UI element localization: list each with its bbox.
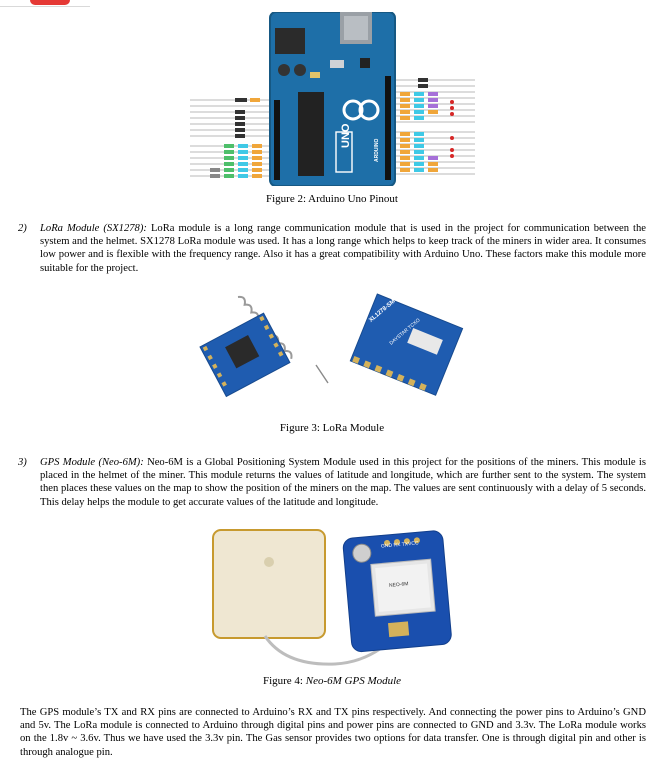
figure-4-caption-italic: Neo-6M GPS Module <box>305 675 402 687</box>
board-label-arduino: ARDUINO <box>374 138 380 162</box>
lora-module-illustration <box>199 293 464 398</box>
list-item-text: LoRa module is a long range communicatio… <box>40 223 646 274</box>
header-logo-fragment <box>30 0 70 5</box>
arduino-pinout-illustration <box>190 11 475 187</box>
list-item-lora: 2) LoRa Module (SX1278): LoRa module is … <box>18 222 646 275</box>
board-label-uno: UNO <box>340 123 352 148</box>
figure-3-caption: Figure 3: LoRa Module <box>279 422 385 434</box>
lora-module-figure: XL1278-SMT DAYSTAR TCXO <box>190 287 475 407</box>
closing-paragraph: The GPS module’s TX and RX pins are conn… <box>20 707 646 758</box>
gps-module-illustration <box>212 529 452 666</box>
header-divider <box>0 6 90 7</box>
list-item-number: 3) <box>18 457 27 468</box>
figure-2-caption: Figure 2: Arduino Uno Pinout <box>265 193 398 205</box>
list-item-heading: LoRa Module (SX1278): <box>40 223 147 234</box>
list-item-gps: 3) GPS Module (Neo-6M): Neo-6M is a Glob… <box>18 456 646 509</box>
list-item-heading: GPS Module (Neo-6M): <box>40 457 144 468</box>
figure-4-caption-prefix: Figure 4: <box>262 675 306 687</box>
figure-4-caption: Figure 4: Neo-6M GPS Module <box>0 675 664 687</box>
arduino-pinout-figure: UNO ARDUINO <box>190 11 475 187</box>
list-item-text: Neo-6M is a Global Positioning System Mo… <box>40 457 646 508</box>
gps-module-figure: GND RX TXVCC NEO-6M <box>205 526 455 666</box>
list-item-number: 2) <box>18 223 27 234</box>
